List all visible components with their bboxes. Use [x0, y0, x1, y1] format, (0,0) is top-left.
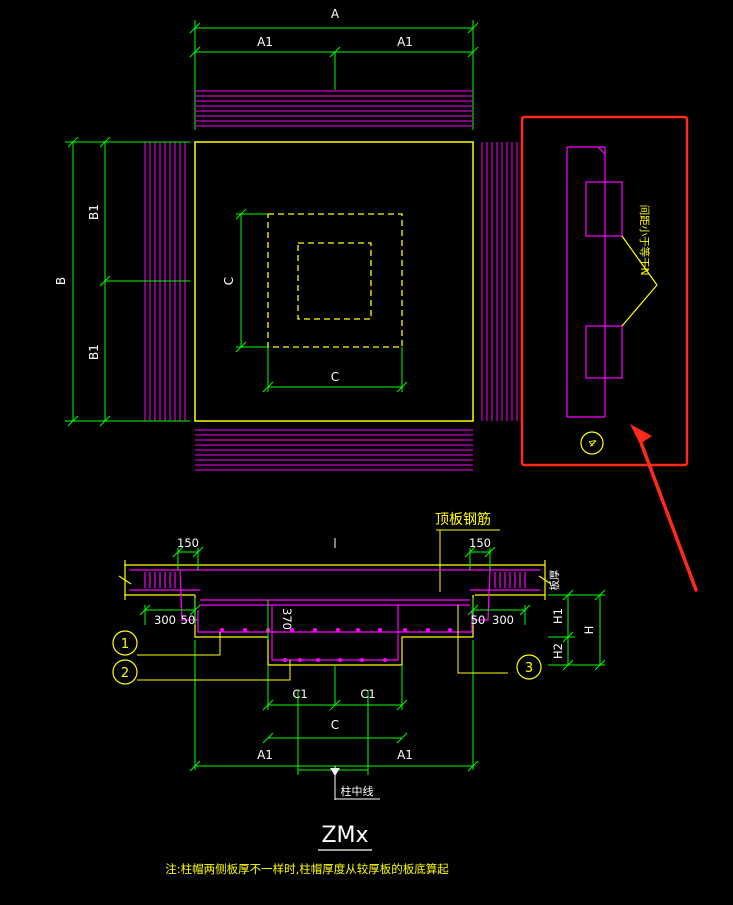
detail-mark-circle [580, 431, 604, 455]
plan-top-rebar [195, 90, 473, 127]
section-mark-2-circle [112, 659, 138, 685]
section-center-arrow [330, 768, 340, 776]
plan-dim-B: B [54, 277, 68, 285]
plan-view: A A1 A1 [54, 7, 523, 471]
plan-dim-C-horizontal: C [331, 370, 339, 384]
section-dim-H: H [582, 626, 596, 635]
plan-drop-panel [267, 213, 403, 348]
plan-dim-C-vertical: C [222, 277, 236, 285]
section-mark-1: 1 [121, 637, 129, 652]
plan-dim-A: A [331, 7, 340, 21]
detail-spacing-label: 间距小于等于N [638, 205, 651, 276]
section-label-column-center: 柱中线 [341, 784, 374, 798]
section-dim-C1-right: C1 [360, 687, 375, 701]
drawing-note: 注:柱帽两侧板厚不一样时,柱帽厚度从较厚板的板底算起 [165, 862, 449, 876]
detail-view: 间距小于等于N 4 [520, 115, 698, 592]
plan-dim-B1-top: B1 [87, 204, 101, 220]
section-label-top-rebar: 顶板钢筋 [435, 511, 491, 528]
section-dim-C1-left: C1 [292, 687, 307, 701]
section-dim-150-right: 150 [469, 536, 491, 550]
section-dimension-ticks [139, 546, 606, 772]
plan-right-rebar [481, 142, 523, 421]
section-slab-outline [118, 560, 552, 666]
plan-dim-B1-bottom: B1 [87, 344, 101, 360]
plan-dim-A1-right: A1 [397, 35, 413, 49]
plan-bottom-rebar [195, 429, 473, 471]
highlight-box [520, 115, 689, 467]
plan-inner-dimensions [235, 208, 408, 393]
highlight-arrow [630, 424, 698, 592]
section-mark-3-circle [516, 654, 542, 680]
section-mark-1-circle [112, 630, 138, 656]
section-dim-300-right: 300 [492, 613, 514, 627]
plan-left-dimensions [65, 136, 190, 427]
section-dim-A1-left: A1 [257, 748, 273, 762]
section-dim-A1-right: A1 [397, 748, 413, 762]
section-dim-H2: H2 [551, 643, 565, 659]
plan-dim-A1-left: A1 [257, 35, 273, 49]
detail-rebar-outline [566, 146, 623, 418]
section-dim-50-right: 50 [471, 613, 486, 627]
section-dim-150-left: 150 [177, 536, 199, 550]
section-view: 顶板钢筋 [112, 511, 606, 800]
plan-column [297, 242, 372, 320]
section-mark-3: 3 [525, 661, 533, 676]
section-rebar-dots [220, 628, 452, 662]
section-dimensions [144, 548, 605, 775]
plan-top-dimensions [189, 20, 479, 130]
section-dim-H1: H1 [551, 608, 565, 624]
section-mark-leaders [137, 605, 508, 681]
drawing-title: ZMx [321, 823, 368, 848]
section-label-slab-thickness: 板厚 [548, 569, 561, 590]
plan-cap-outline [194, 141, 474, 422]
section-dim-C: C [331, 718, 339, 732]
section-dim-300-left: 300 [154, 613, 176, 627]
detail-leader-lines [621, 235, 658, 327]
section-dim-50-left: 50 [181, 613, 196, 627]
section-dim-370: 370 [280, 608, 294, 630]
section-mark-2: 2 [121, 666, 129, 681]
